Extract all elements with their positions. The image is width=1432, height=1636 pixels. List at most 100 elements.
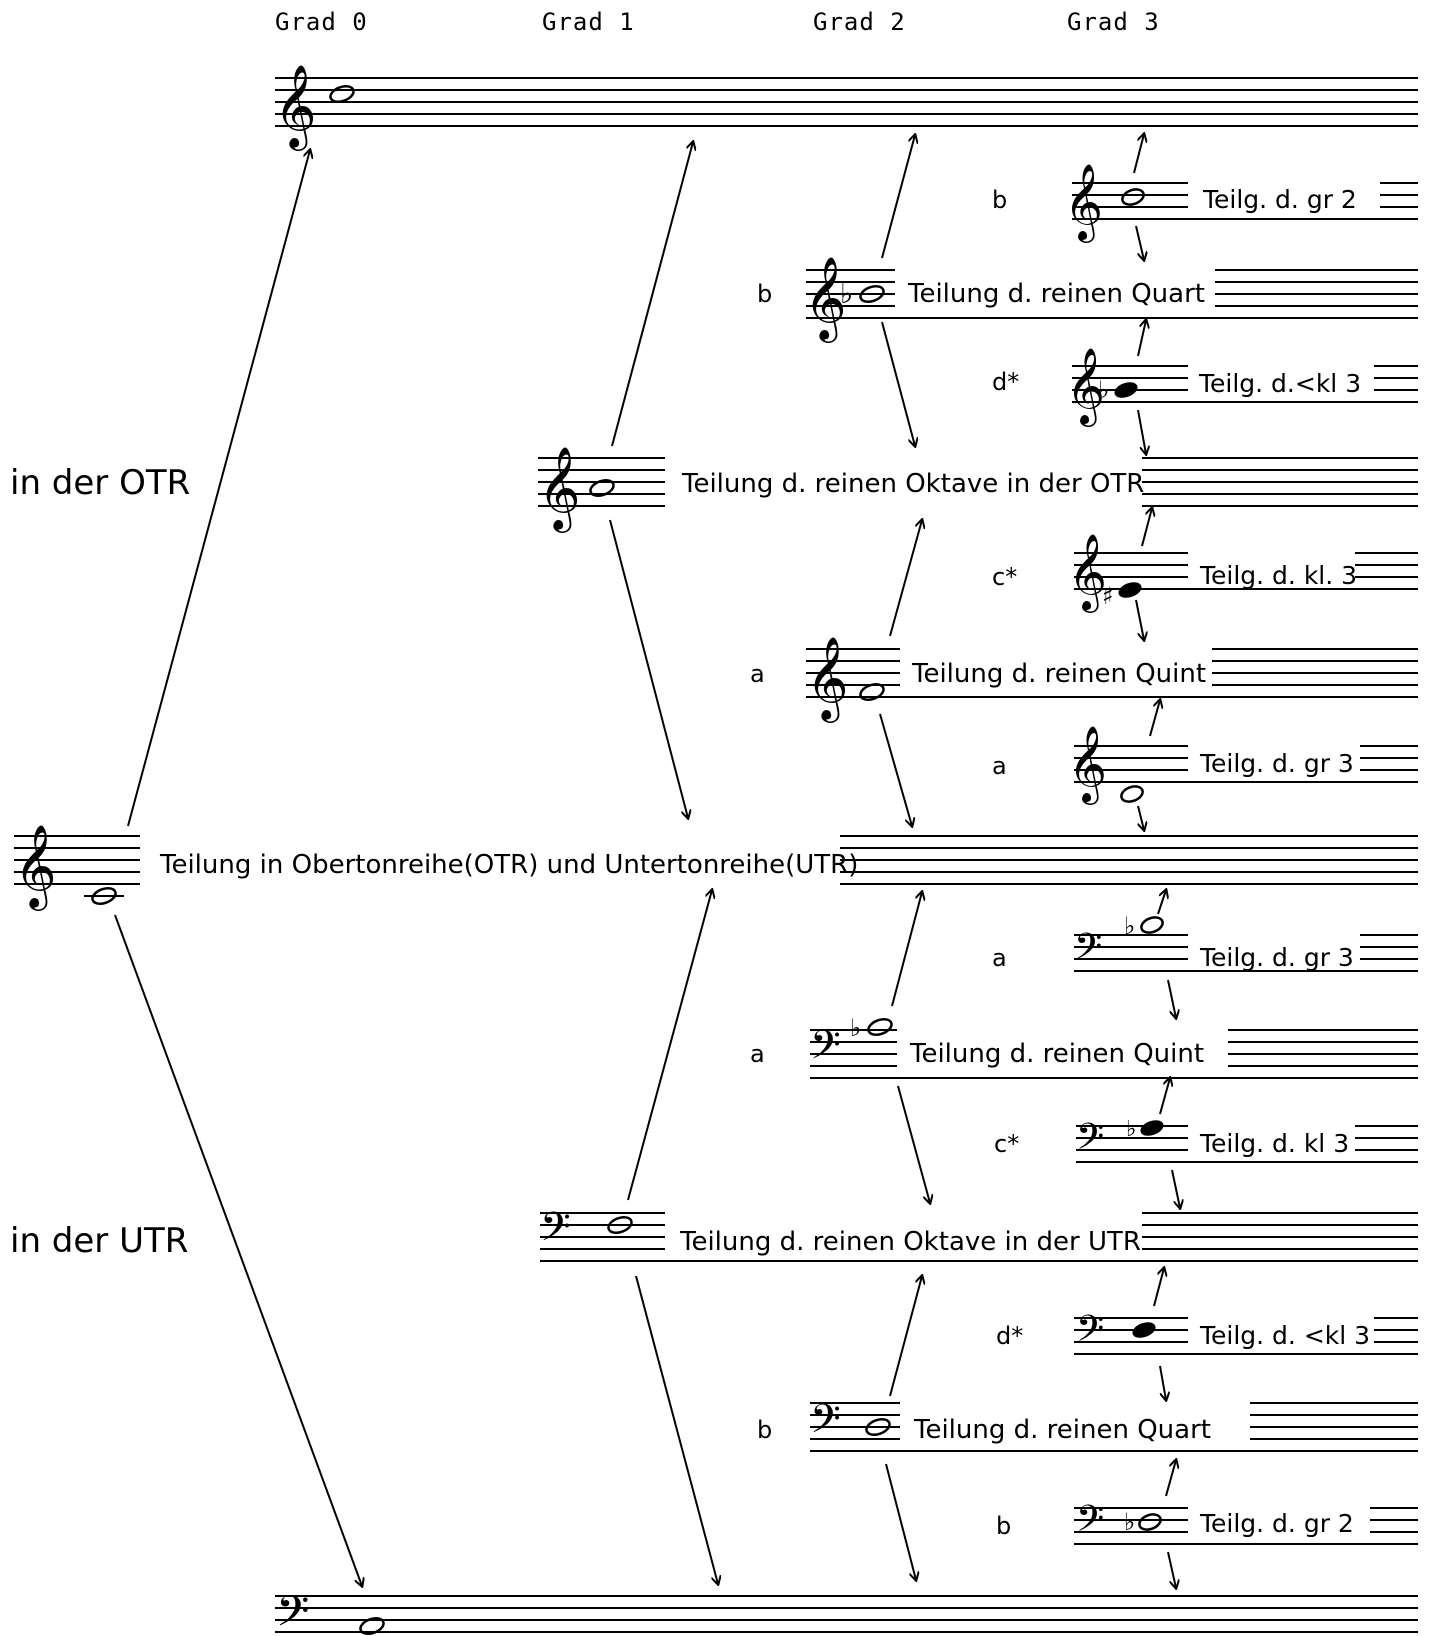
quart-bottom-label: Teilung d. reinen Quart [913, 1415, 1211, 1445]
g3-5-label: Teilg. d. gr 3 [1199, 943, 1354, 972]
treble-clef-icon: 𝄞 [1064, 163, 1103, 243]
staff-grade0-top: 𝄞 [274, 63, 1418, 151]
flat-sign-icon: ♭ [850, 1014, 861, 1042]
arrow [1165, 1460, 1176, 1497]
arrow [1141, 508, 1152, 547]
arrow [127, 150, 310, 827]
staff-quint-bottom: 𝄢 ♭ a Teilung d. reinen Quint [750, 1014, 1418, 1079]
g3-7-label: Teilg. d. <kl 3 [1199, 1321, 1370, 1350]
bass-clef-icon: 𝄢 [540, 1204, 571, 1260]
variant-letter: c* [992, 563, 1017, 591]
arrow [891, 892, 922, 1007]
bass-clef-icon: 𝄢 [810, 1396, 841, 1452]
g3-1-label: Teilg. d. gr 2 [1202, 185, 1357, 214]
flat-sign-icon: ♭ [840, 277, 853, 310]
filled-note [1114, 382, 1138, 398]
whole-note [859, 284, 885, 304]
whole-note [1120, 785, 1144, 803]
arrow [885, 1463, 916, 1580]
quint-bottom-label: Teilung d. reinen Quint [909, 1039, 1204, 1069]
staff-grade0-bottom: 𝄢 [275, 1587, 1418, 1636]
g3-4-label: Teilg. d. gr 3 [1199, 749, 1354, 778]
staff-g3-7: 𝄢 d* Teilg. d. <kl 3 [996, 1308, 1418, 1359]
filled-note [1118, 582, 1142, 598]
whole-note [359, 1616, 385, 1636]
grade-1-header: Grad 1 [542, 8, 635, 36]
connector-arrows [114, 134, 1180, 1588]
bass-clef-icon: 𝄢 [1074, 926, 1102, 977]
quint-top-label: Teilung d. reinen Quint [911, 659, 1206, 689]
variant-letter: d* [992, 368, 1019, 396]
treble-clef-icon: 𝄞 [1066, 347, 1105, 427]
whole-note [867, 1017, 893, 1037]
variant-letter: b [757, 1416, 772, 1444]
arrow [635, 1275, 718, 1584]
arrow [1137, 409, 1146, 454]
whole-note [329, 84, 355, 104]
g3-8-label: Teilg. d. gr 2 [1199, 1509, 1354, 1538]
grade-headers: Grad 0 Grad 1 Grad 2 Grad 3 [275, 8, 1159, 36]
filled-note [1132, 1322, 1156, 1338]
bass-clef-icon: 𝄢 [276, 1587, 309, 1636]
variant-letter: c* [994, 1130, 1019, 1158]
treble-clef-icon: 𝄞 [806, 635, 849, 723]
staff-g3-3: 𝄞 ♯ c* Teilg. d. kl. 3 [992, 533, 1418, 613]
octave-otr-label: Teilung d. reinen Oktave in der OTR [681, 469, 1144, 499]
treble-clef-icon: 𝄞 [804, 255, 847, 343]
variant-letter: a [750, 1040, 765, 1068]
arrow [1157, 890, 1166, 915]
bass-clef-icon: 𝄢 [1076, 1308, 1104, 1359]
staff-octave-otr: 𝄞 Teilung d. reinen Oktave in der OTR [538, 445, 1418, 533]
variant-letter: d* [996, 1322, 1023, 1350]
variant-letter: b [992, 186, 1007, 214]
arrow [889, 1276, 922, 1397]
staff-g3-8: 𝄢 ♭ b Teilg. d. gr 2 [996, 1498, 1418, 1549]
staff-g3-6: 𝄢 ♭ c* Teilg. d. kl 3 [994, 1116, 1418, 1167]
treble-clef-icon: 𝄞 [1068, 533, 1107, 613]
variant-letter: b [996, 1512, 1011, 1540]
arrow [881, 135, 915, 259]
arrow [627, 890, 712, 1201]
staff-g3-5: 𝄢 ♭ a Teilg. d. gr 3 [992, 912, 1418, 977]
arrow [1137, 805, 1144, 830]
whole-note [589, 478, 615, 498]
bass-clef-icon: 𝄢 [1076, 1498, 1104, 1549]
flat-sign-icon: ♭ [1124, 1508, 1135, 1536]
g3-6-label: Teilg. d. kl 3 [1199, 1129, 1349, 1158]
arrow [611, 142, 693, 447]
bass-clef-icon: 𝄢 [810, 1022, 841, 1078]
flat-sign-icon: ♭ [1124, 912, 1135, 940]
whole-note [1138, 1513, 1162, 1531]
main-staff-label: Teilung in Obertonreihe(OTR) und Unterto… [159, 850, 858, 880]
staff-quart-bottom: 𝄢 b Teilung d. reinen Quart [757, 1396, 1418, 1452]
arrow [879, 713, 912, 826]
staff-octave-utr: 𝄢 Teilung d. reinen Oktave in der UTR [540, 1204, 1418, 1262]
staff-g3-2: 𝄞 ♭ d* Teilg. d.<kl 3 [992, 347, 1418, 427]
treble-clef-icon: 𝄞 [14, 823, 57, 911]
variant-letter: a [750, 660, 765, 688]
grade-0-header: Grad 0 [275, 8, 368, 36]
flat-sign-icon: ♭ [1126, 1117, 1136, 1142]
whole-note [1121, 188, 1145, 206]
treble-clef-icon: 𝄞 [538, 445, 581, 533]
arrow [609, 519, 688, 818]
whole-note [865, 1417, 891, 1437]
bass-clef-icon: 𝄢 [1076, 1116, 1104, 1167]
treble-clef-icon: 𝄞 [274, 63, 317, 151]
whole-note [859, 682, 885, 702]
octave-utr-label: Teilung d. reinen Oktave in der UTR [679, 1227, 1141, 1257]
arrow [1159, 1365, 1166, 1400]
staff-main: 𝄞 Teilung in Obertonreihe(OTR) und Unter… [14, 823, 1418, 911]
arrow [1149, 700, 1160, 737]
arrow [1171, 1169, 1180, 1208]
variant-letter: b [757, 280, 772, 308]
variant-letter: a [992, 752, 1007, 780]
g3-2-label: Teilg. d.<kl 3 [1198, 369, 1361, 398]
utr-side-label: in der UTR [10, 1221, 188, 1261]
whole-note [607, 1215, 633, 1235]
whole-note [91, 886, 117, 906]
whole-note [1140, 916, 1164, 934]
staff-g3-1: 𝄞 b Teilg. d. gr 2 [992, 163, 1418, 243]
grade-2-header: Grad 2 [813, 8, 906, 36]
